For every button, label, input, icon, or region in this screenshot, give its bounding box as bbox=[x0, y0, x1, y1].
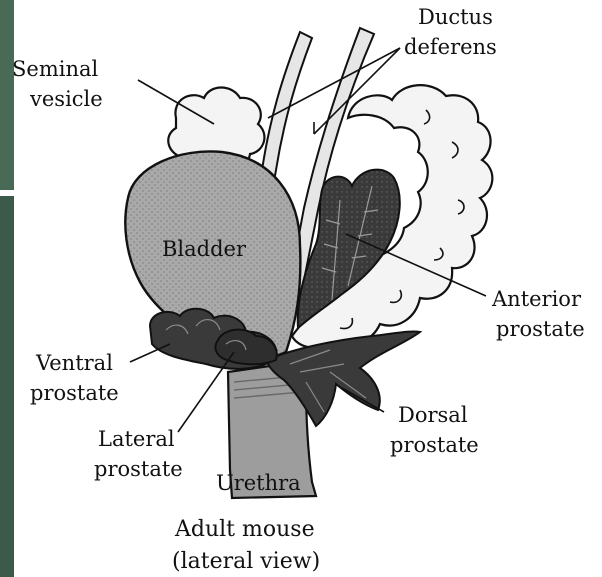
caption: Adult mouse (lateral view) bbox=[172, 517, 322, 574]
label-urethra: Urethra bbox=[216, 471, 301, 495]
label-dorsal-prostate: Dorsal prostate bbox=[390, 403, 479, 457]
label-anterior-prostate: Anterior prostate bbox=[491, 287, 588, 341]
label-ventral-prostate: Ventral prostate bbox=[30, 351, 120, 405]
label-lateral-prostate: Lateral prostate bbox=[94, 427, 183, 481]
label-seminal-vesicle: Seminal vesicle bbox=[12, 57, 105, 111]
label-bladder: Bladder bbox=[162, 237, 247, 261]
label-ductus-deferens: Ductus deferens bbox=[404, 5, 500, 59]
